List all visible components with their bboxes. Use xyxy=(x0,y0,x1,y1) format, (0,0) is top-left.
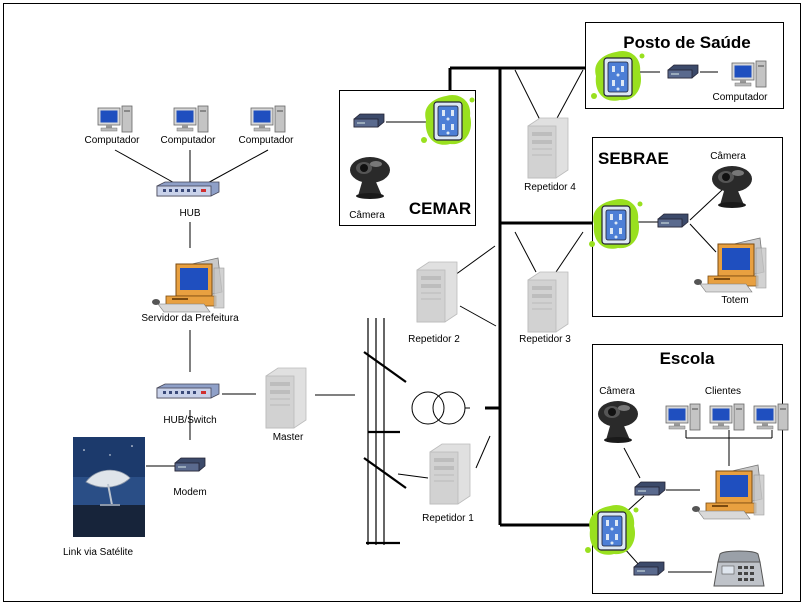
sebrae-modem-icon xyxy=(657,213,689,228)
satellite-label: Link via Satélite xyxy=(63,547,133,558)
repeater-3-label: Repetidor 3 xyxy=(519,334,571,345)
escola-modem-1-icon xyxy=(634,481,666,496)
escola-title: Escola xyxy=(660,349,715,368)
computer-1-label: Computador xyxy=(84,135,140,146)
master-icon xyxy=(265,367,307,429)
sebrae-totem-label: Totem xyxy=(721,295,748,306)
escola-client-2-icon xyxy=(709,403,745,431)
repeater-4-label: Repetidor 4 xyxy=(524,182,576,193)
repeater-4-icon xyxy=(527,117,569,179)
escola-client-1-icon xyxy=(665,403,701,431)
repeater-2-icon xyxy=(416,261,458,323)
hub-switch-label: HUB/Switch xyxy=(163,415,216,426)
backbone-lines xyxy=(397,66,594,527)
repeater-3-icon xyxy=(527,271,569,333)
cemar-camera-label: Câmera xyxy=(349,210,385,221)
master-label: Master xyxy=(273,432,304,443)
escola-phone-icon xyxy=(713,550,765,587)
computer-2 xyxy=(173,105,209,133)
server-icon xyxy=(151,257,225,313)
repeater-1-icon xyxy=(429,443,471,505)
hub-label: HUB xyxy=(179,208,200,219)
transformer-icon xyxy=(411,391,466,425)
repeater-2-label: Repetidor 2 xyxy=(408,334,460,345)
computer-3-label: Computador xyxy=(238,135,294,146)
modem-icon xyxy=(174,457,206,472)
sebrae-title: SEBRAE xyxy=(598,149,669,168)
escola-camera-label: Câmera xyxy=(599,386,635,397)
hub-switch-icon xyxy=(156,383,220,399)
cemar-modem-icon xyxy=(353,113,385,128)
posto-computer-icon xyxy=(718,60,767,88)
posto-modem-icon xyxy=(660,64,700,80)
escola-client-3-icon xyxy=(753,403,789,431)
connection-lines-left xyxy=(114,149,355,467)
diagram-frame xyxy=(3,3,801,602)
modem-label: Modem xyxy=(173,487,206,498)
escola-links xyxy=(623,430,773,573)
satellite-dish-photo xyxy=(73,437,145,537)
computer-1 xyxy=(97,105,133,133)
sebrae-camera-label: Câmera xyxy=(710,151,746,162)
posto-title: Posto de Saúde xyxy=(623,33,751,52)
escola-modem-2-icon xyxy=(633,561,665,576)
computer-3 xyxy=(250,105,286,133)
power-line-structure xyxy=(363,318,407,545)
hub-icon xyxy=(156,181,220,197)
repeater-1-label: Repetidor 1 xyxy=(422,513,474,524)
sebrae-links xyxy=(636,189,723,253)
cemar-title: CEMAR xyxy=(409,199,471,218)
server-label: Servidor da Prefeitura xyxy=(141,313,239,324)
computer-2-label: Computador xyxy=(160,135,216,146)
escola-clients-label: Clientes xyxy=(705,386,741,397)
posto-computer-label: Computador xyxy=(712,92,768,103)
